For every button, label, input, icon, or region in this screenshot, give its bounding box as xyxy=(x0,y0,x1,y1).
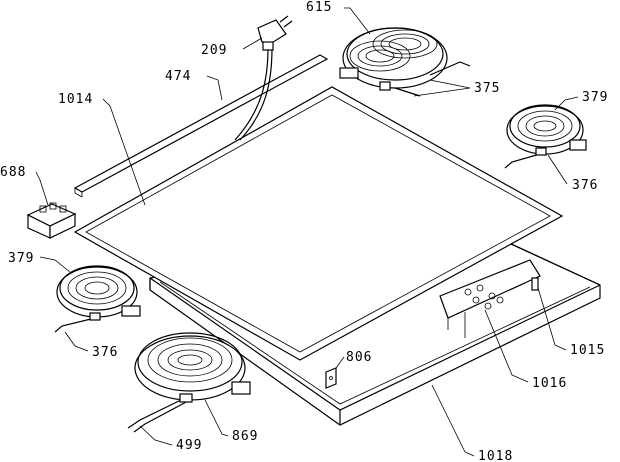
small-bracket xyxy=(325,367,337,389)
label-376-left: 376 xyxy=(92,345,118,360)
glass-top-panel xyxy=(73,86,564,361)
label-1014: 1014 xyxy=(58,92,93,107)
label-379-left: 379 xyxy=(8,251,34,266)
label-1016: 1016 xyxy=(532,376,567,391)
round-burner-right xyxy=(504,104,587,169)
label-869: 869 xyxy=(232,429,258,444)
label-474: 474 xyxy=(165,69,191,84)
round-burner-left xyxy=(54,265,141,333)
label-615: 615 xyxy=(306,0,332,15)
control-board xyxy=(439,259,541,338)
frame-rail xyxy=(73,54,329,198)
label-806: 806 xyxy=(346,350,372,365)
oval-burner xyxy=(339,27,471,97)
leader-lines xyxy=(35,7,579,457)
terminal-block xyxy=(26,202,77,239)
label-688: 688 xyxy=(0,165,26,180)
label-499: 499 xyxy=(176,438,202,453)
large-front-burner xyxy=(127,332,251,433)
label-1015: 1015 xyxy=(570,343,605,358)
label-379-right: 379 xyxy=(582,90,608,105)
power-cord xyxy=(234,15,293,141)
label-209: 209 xyxy=(201,43,227,58)
label-376-right: 376 xyxy=(572,178,598,193)
label-1018: 1018 xyxy=(478,449,513,462)
label-375: 375 xyxy=(474,81,500,96)
